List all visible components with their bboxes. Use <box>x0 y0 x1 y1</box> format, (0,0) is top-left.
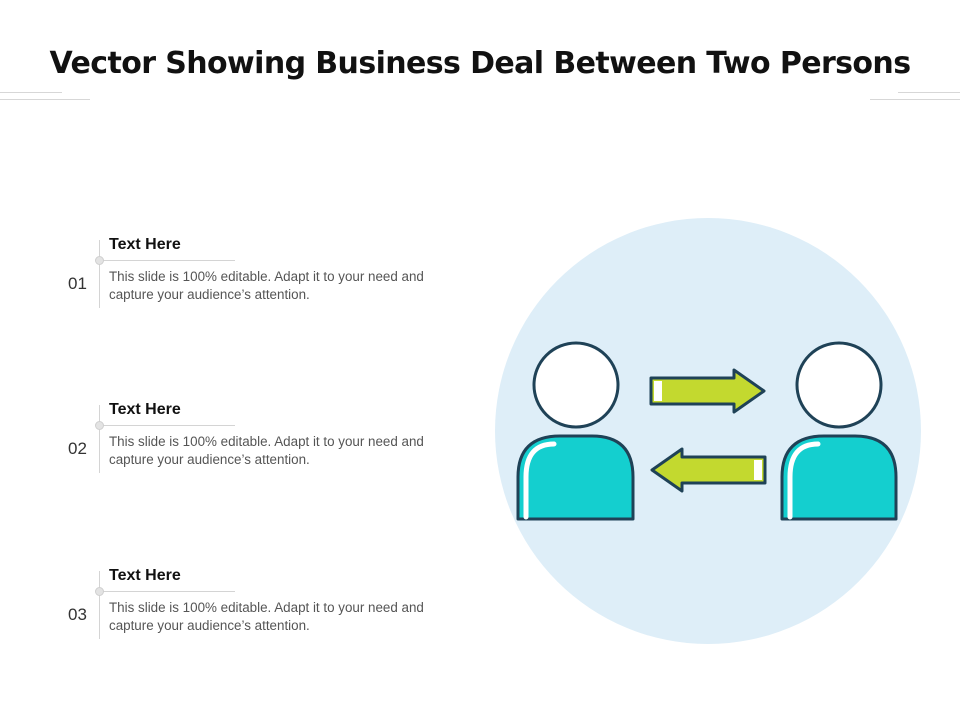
item-horizontal-line <box>99 425 235 426</box>
item-vertical-line <box>99 240 100 308</box>
item-horizontal-line <box>99 591 235 592</box>
item-heading: Text Here <box>109 401 181 418</box>
item-connector-dot <box>95 256 104 265</box>
item-connector-dot <box>95 587 104 596</box>
body-highlight <box>787 441 821 520</box>
list-item-1: 01 Text Here This slide is 100% editable… <box>60 236 440 326</box>
head-icon <box>532 341 620 429</box>
item-horizontal-line <box>99 260 235 261</box>
title-rule-right <box>898 92 960 93</box>
person-icon <box>516 341 635 521</box>
arrow-left-icon <box>650 447 767 493</box>
item-description: This slide is 100% editable. Adapt it to… <box>109 434 424 467</box>
body-highlight <box>523 441 557 520</box>
item-number: 01 <box>68 274 87 293</box>
arrow-right-icon <box>649 368 766 414</box>
body-icon <box>516 434 635 521</box>
page-title: Vector Showing Business Deal Between Two… <box>49 46 912 81</box>
title-rule-right-short <box>870 99 960 100</box>
title-rule-left <box>0 92 62 93</box>
item-number: 03 <box>68 605 87 624</box>
item-description: This slide is 100% editable. Adapt it to… <box>109 269 424 302</box>
item-description: This slide is 100% editable. Adapt it to… <box>109 600 424 633</box>
item-heading: Text Here <box>109 236 181 253</box>
item-vertical-line <box>99 405 100 473</box>
head-icon <box>795 341 883 429</box>
person-icon <box>780 341 898 521</box>
list-item-3: 03 Text Here This slide is 100% editable… <box>60 567 440 657</box>
title-rule-left-short <box>0 99 90 100</box>
item-connector-dot <box>95 421 104 430</box>
body-icon <box>780 434 898 521</box>
background-circle <box>495 218 921 644</box>
item-heading: Text Here <box>109 567 181 584</box>
list-item-2: 02 Text Here This slide is 100% editable… <box>60 401 440 491</box>
item-vertical-line <box>99 571 100 639</box>
item-number: 02 <box>68 439 87 458</box>
business-deal-illustration <box>495 218 921 644</box>
